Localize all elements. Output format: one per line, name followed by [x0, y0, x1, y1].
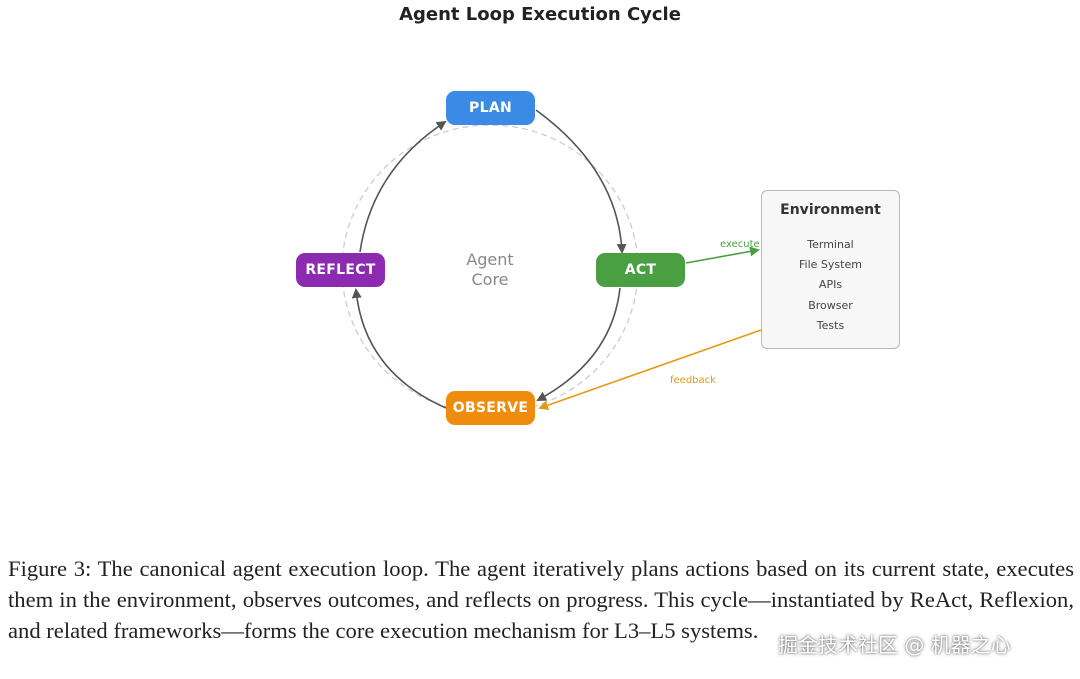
environment-item: APIs	[818, 278, 843, 292]
environment-item: Terminal	[807, 238, 854, 251]
agent-core-label: Agent Core	[430, 250, 550, 290]
observe-to-reflect-arrow	[351, 288, 447, 409]
feedback-arrow	[538, 329, 762, 411]
execute-arrow	[685, 246, 760, 264]
environment-item: Browser	[808, 298, 853, 312]
environment-title: Environment	[780, 202, 881, 218]
environment-list: Terminal File System APIs Browser Tests	[762, 235, 899, 336]
execute-label: execute	[720, 239, 760, 250]
watermark: 掘金技术社区 @ 机器之心	[778, 633, 1011, 657]
diagram-title: Agent Loop Execution Cycle	[399, 4, 681, 25]
agent-core-line-1: Agent	[466, 250, 514, 269]
reflect-node: REFLECT	[296, 253, 385, 287]
agent-core-line-2: Core	[471, 270, 509, 289]
act-node: ACT	[596, 253, 685, 287]
plan-to-act-arrow	[535, 109, 627, 254]
environment-item: Tests	[816, 318, 845, 332]
reflect-to-plan-arrow	[359, 120, 447, 253]
figure-caption: Figure 3: The canonical agent execution …	[8, 556, 1074, 643]
act-to-observe-arrow	[536, 287, 621, 401]
plan-node: PLAN	[446, 91, 535, 125]
observe-node: OBSERVE	[446, 391, 535, 425]
environment-item: File System	[799, 258, 862, 272]
feedback-label: feedback	[670, 375, 716, 386]
environment-box: Environment Terminal File System APIs Br…	[761, 190, 900, 349]
